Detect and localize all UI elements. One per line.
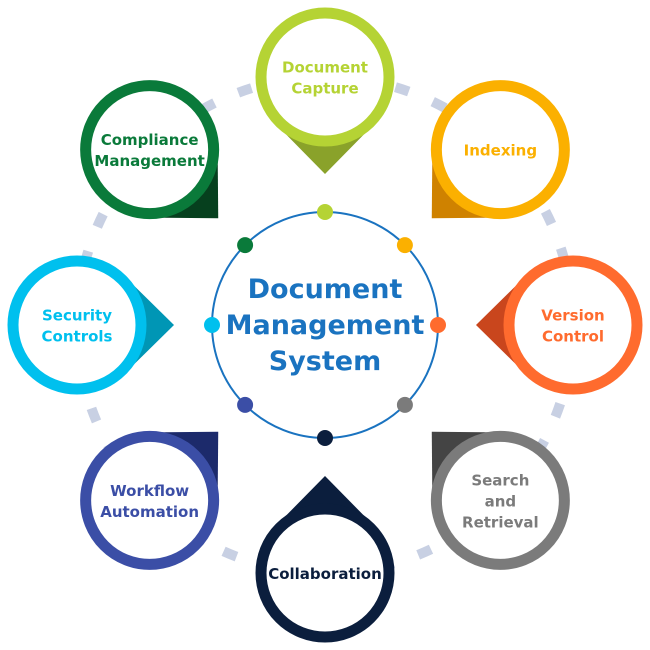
search-and-retrieval-dot xyxy=(396,396,413,413)
version-control-label: Control xyxy=(542,328,604,346)
document-capture-dot xyxy=(317,204,333,220)
version-control-circle xyxy=(503,255,643,395)
compliance-management-circle xyxy=(80,80,220,220)
workflow-automation-label: Workflow xyxy=(110,482,189,500)
workflow-automation-dot xyxy=(237,396,254,413)
node-collaboration[interactable]: Collaboration xyxy=(255,503,395,643)
security-controls-dot xyxy=(204,317,220,333)
workflow-automation-label: Automation xyxy=(100,503,199,521)
indexing-circle xyxy=(430,80,570,220)
compliance-management-label: Compliance xyxy=(101,131,199,149)
indexing-label: Indexing xyxy=(464,142,537,160)
workflow-automation-circle xyxy=(80,430,220,570)
search-and-retrieval-label: Retrieval xyxy=(462,513,539,531)
security-controls-label: Controls xyxy=(42,328,113,346)
security-controls-label: Security xyxy=(42,307,112,325)
search-and-retrieval-circle xyxy=(430,430,570,570)
version-control-dot xyxy=(430,317,446,333)
search-and-retrieval-label: and xyxy=(485,492,517,510)
document-capture-label: Document xyxy=(282,59,368,77)
compliance-management-dot xyxy=(237,237,254,254)
search-and-retrieval-label: Search xyxy=(471,471,529,489)
collaboration-dot xyxy=(317,430,333,446)
collaboration-circle xyxy=(255,503,395,643)
document-capture-label: Capture xyxy=(291,80,358,98)
collaboration-label: Collaboration xyxy=(268,565,382,583)
indexing-dot xyxy=(396,237,413,254)
node-indexing[interactable]: Indexing xyxy=(430,80,570,220)
document-capture-circle xyxy=(255,7,395,147)
center-title-line: Management xyxy=(226,310,425,341)
version-control-label: Version xyxy=(541,307,604,325)
compliance-management-label: Management xyxy=(94,152,204,170)
center-title-line: Document xyxy=(248,274,403,305)
center-title-line: System xyxy=(269,346,381,377)
security-controls-circle xyxy=(7,255,147,395)
